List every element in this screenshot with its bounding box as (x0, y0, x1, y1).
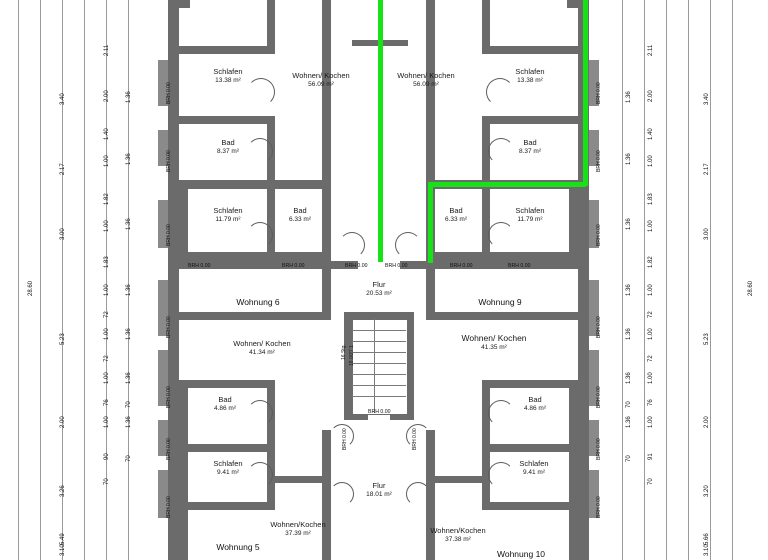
brh-tag: BRH 0.00 (345, 263, 368, 269)
brh-tag-vertical: BRH 0.00 (596, 224, 602, 246)
apartment-label: Wohnung 10 (496, 549, 546, 559)
brh-tag: BRH 0.00 (385, 263, 408, 269)
apartment-label: Wohnung 9 (478, 297, 522, 307)
brh-tag: BRH 0.00 (508, 263, 531, 269)
brh-tag-vertical: BRH 0.00 (412, 428, 418, 450)
brh-tag-vertical: BRH 0.00 (166, 316, 172, 338)
brh-tag-vertical: BRH 0.00 (166, 438, 172, 460)
brh-tag-vertical: BRH 0.00 (166, 496, 172, 518)
apartment-label: Wohnung 5 (216, 542, 260, 552)
brh-tag-vertical: BRH 0.00 (596, 316, 602, 338)
brh-tag-vertical: BRH 0.00 (166, 82, 172, 104)
stairs-rise-label: 18.0/27.1 (349, 345, 355, 366)
brh-tag-vertical: BRH 0.00 (596, 496, 602, 518)
apartment-label: Wohnung 6 (236, 297, 280, 307)
brh-tag-vertical: BRH 0.00 (596, 438, 602, 460)
brh-tag: BRH 0.00 (188, 263, 211, 269)
brh-tag: BRH 0.00 (282, 263, 305, 269)
brh-tag-vertical: BRH 0.00 (166, 386, 172, 408)
brh-tag-vertical: BRH 0.00 (596, 386, 602, 408)
brh-tag-vertical: BRH 0.00 (166, 150, 172, 172)
brh-tag-vertical: BRH 0.00 (596, 150, 602, 172)
brh-tag-vertical: BRH 0.00 (596, 82, 602, 104)
stairs-count-label: 16 Stg. (341, 344, 347, 360)
brh-tag: BRH 0.00 (368, 409, 391, 415)
brh-tag-vertical: BRH 0.00 (342, 428, 348, 450)
brh-tag: BRH 0.00 (450, 263, 473, 269)
brh-tag-vertical: BRH 0.00 (166, 224, 172, 246)
